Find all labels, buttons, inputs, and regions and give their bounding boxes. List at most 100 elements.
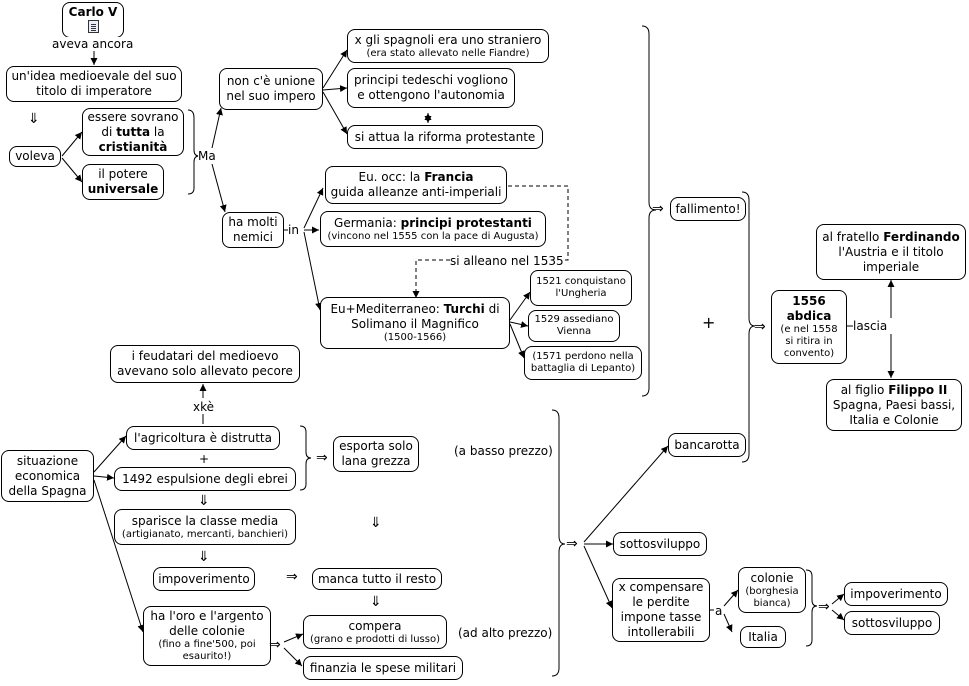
turchi-sub: (1500-1566)	[383, 332, 447, 343]
node-nemici: ha molti nemici	[222, 212, 284, 248]
riforma-text: si attua la riforma protestante	[354, 129, 536, 144]
edge-voleva-sovrano	[61, 131, 83, 157]
sovrano-pre: essere sovrano di	[87, 109, 179, 139]
node-oro: ha l'oro e l'argento delle colonie (fino…	[143, 606, 271, 666]
idea-text: un'idea medioevale del suo titolo di imp…	[11, 69, 177, 98]
label-a: a	[715, 604, 723, 618]
oro-main: ha l'oro e l'argento delle colonie	[150, 609, 264, 638]
t1571-text: (1571 perdono nella battaglia di Lepanto…	[530, 351, 636, 374]
turchi-pre: Eu+Mediterraneo:	[330, 302, 444, 316]
edge-voleva-potere	[61, 157, 83, 183]
impoverimento-text: impoverimento	[158, 571, 250, 586]
implies-idea: ⇓	[28, 111, 40, 127]
principi-text: principi tedeschi vogliono e ottengono l…	[354, 73, 508, 102]
edge-unione-riforma	[322, 91, 348, 135]
label-lascia: lascia	[853, 319, 888, 333]
edge-sit-oro	[93, 479, 145, 633]
implies-classe: ⇓	[198, 493, 210, 509]
title-label: Carlo V	[68, 5, 118, 19]
edge-a-italia	[723, 613, 733, 633]
node-agricoltura: l'agricoltura è distrutta	[126, 426, 280, 450]
node-impoverimento-2: impoverimento	[844, 582, 948, 606]
node-italia: Italia	[740, 626, 786, 648]
node-germania: Germania: principi protestanti (vincono …	[320, 211, 546, 247]
node-ebrei: 1492 espulsione degli ebrei	[114, 467, 296, 491]
abdica-year: 1556	[792, 294, 826, 308]
node-straniero: x gli spagnoli era uno straniero (era st…	[347, 29, 549, 63]
turchi-post: di Solimano il Magnifico	[351, 302, 500, 331]
t1529-text: 1529 assediano Vienna	[534, 314, 614, 337]
ferdinando-post: l'Austria e il titolo imperiale	[838, 244, 944, 274]
ferdinando-bold: Ferdinando	[883, 229, 960, 244]
edge-alliance-dashed	[412, 185, 569, 298]
node-compera: compera (grano e prodotti di lusso)	[303, 615, 447, 649]
nemici-text: ha molti nemici	[228, 215, 278, 244]
edge-eco-bancarotta	[583, 445, 669, 543]
oro-sub: (fino a fine'500, poi esaurito!)	[158, 639, 256, 662]
edge-in-francia	[303, 187, 324, 229]
fallimento-text: fallimento!	[675, 201, 741, 216]
edge-oro-finanzia	[283, 647, 303, 667]
filippo-pre: al figlio	[840, 382, 889, 397]
sovrano-bold-1: tutta	[116, 124, 151, 139]
abdica-bold: abdica	[786, 309, 832, 323]
classe-main: sparisce la classe media	[131, 513, 279, 528]
edge-turchi-1521	[509, 291, 531, 321]
node-classe: sparisce la classe media (artigianato, m…	[114, 509, 296, 545]
document-icon[interactable]	[87, 20, 99, 33]
node-impoverimento: impoverimento	[153, 567, 255, 591]
t1521-text: 1521 conquistano l'Ungheria	[536, 276, 626, 299]
implies-lana: ⇒	[316, 450, 328, 466]
sottosviluppo2-text: sottosviluppo	[851, 615, 933, 630]
implies-oro: ⇒	[269, 637, 281, 653]
colonie-main: colonie	[750, 570, 794, 585]
node-1529: 1529 assediano Vienna	[528, 310, 620, 342]
lana-text: esporta solo lana grezza	[339, 439, 413, 468]
brace-abdica	[741, 191, 756, 463]
classe-sub: (artigianato, mercanti, banchieri)	[121, 528, 289, 540]
potere-pre: il potere	[98, 167, 148, 181]
label-a-basso: (a basso prezzo)	[454, 444, 553, 458]
manca-text: manca tutto il resto	[317, 571, 437, 586]
sottosviluppo-text: sottosviluppo	[619, 536, 701, 551]
colonie-sub: (borghesia bianca)	[745, 585, 799, 609]
node-bancarotta: bancarotta	[668, 433, 746, 457]
bancarotta-text: bancarotta	[674, 437, 740, 452]
sovrano-bold-2: cristianità	[98, 139, 168, 154]
node-idea: un'idea medioevale del suo titolo di imp…	[6, 66, 182, 102]
label-plus: +	[199, 452, 210, 466]
potere-bold: universale	[87, 182, 159, 196]
node-sottosviluppo-2: sottosviluppo	[844, 611, 940, 635]
edge-oro-compera	[283, 633, 304, 643]
implies-colonie: ⇒	[818, 599, 830, 615]
ferdinando-pre: al fratello	[822, 229, 884, 244]
node-voleva: voleva	[9, 146, 61, 167]
voleva-text: voleva	[15, 149, 55, 163]
title-node: Carlo V	[62, 2, 124, 38]
germania-bold: principi protestanti	[400, 215, 532, 230]
node-1571: (1571 perdono nella battaglia di Lepanto…	[524, 346, 642, 380]
node-situazione: situazione economica della Spagna	[1, 450, 94, 502]
germania-pre: Germania:	[334, 215, 401, 230]
node-ferdinando: al fratello Ferdinando l'Austria e il ti…	[816, 224, 966, 280]
compera-sub: (grano e prodotti di lusso)	[310, 633, 440, 645]
filippo-bold: Filippo II	[888, 382, 948, 397]
francia-pre: Eu. occ: la	[358, 170, 425, 184]
straniero-main: x gli spagnoli era uno straniero	[354, 32, 542, 47]
node-feudatari: i feudatari del medioevo avevano solo al…	[110, 345, 300, 383]
label-in: in	[288, 223, 299, 237]
germania-sub: (vincono nel 1555 con la pace di Augusta…	[327, 230, 539, 242]
edge-eco-compensare	[583, 545, 613, 609]
node-riforma: si attua la riforma protestante	[347, 125, 543, 149]
edge-sit-ebrei	[93, 473, 115, 481]
unione-text: non c'è unione nel suo impero	[226, 74, 316, 103]
finanzia-text: finanzia le spese militari	[309, 660, 457, 675]
node-francia: Eu. occ: la Francia guida alleanze anti-…	[325, 166, 507, 204]
edge-in-turchi	[303, 231, 323, 311]
brace-colonie	[805, 569, 818, 647]
edge-unione-principi	[322, 85, 348, 93]
edge-turchi-1571	[509, 323, 525, 359]
edge-turchi-1529	[509, 321, 529, 328]
agricoltura-text: l'agricoltura è distrutta	[134, 430, 272, 445]
abdica-sub: (e nel 1558 si ritira in convento)	[780, 324, 838, 359]
